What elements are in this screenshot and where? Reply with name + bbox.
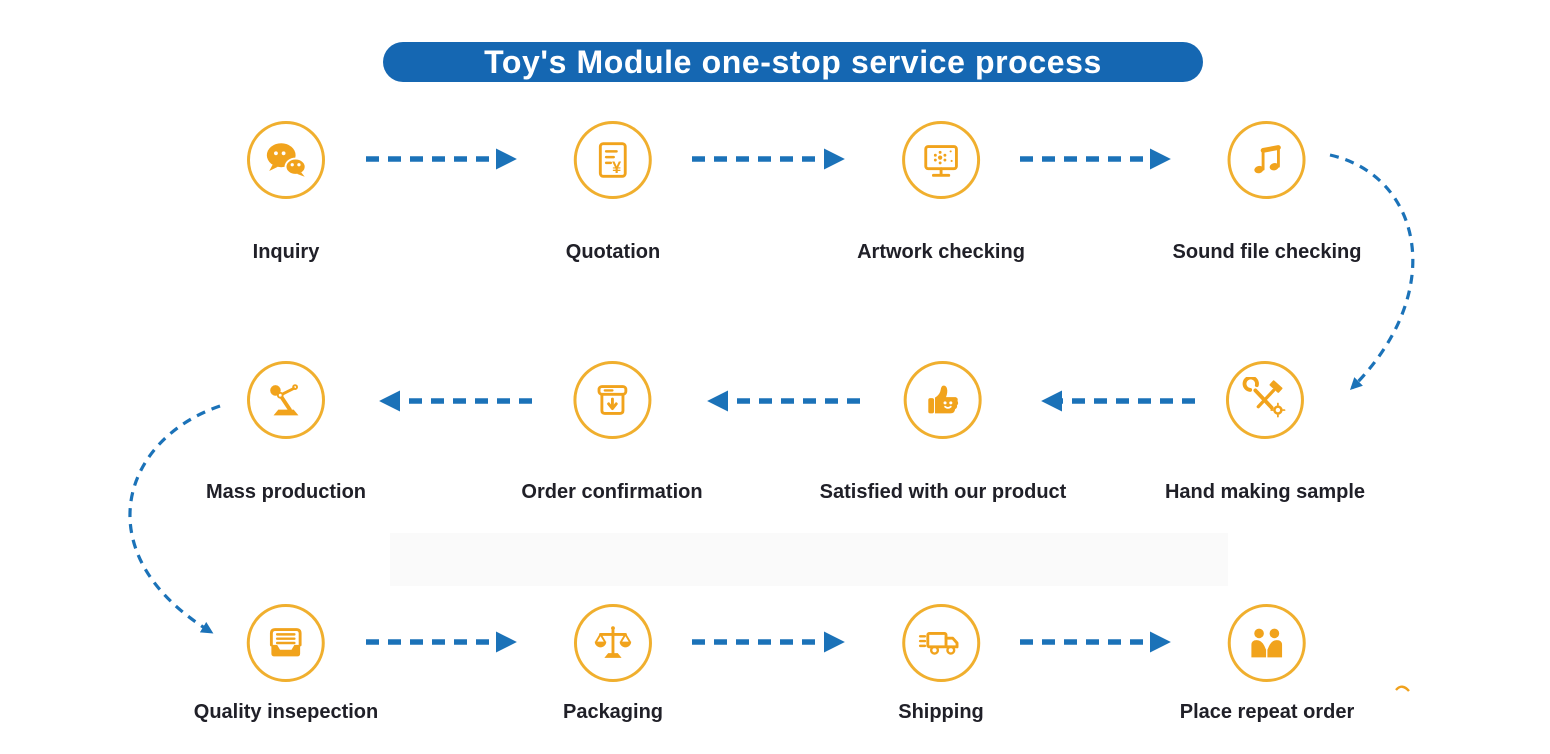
handshake-people-icon [1228, 604, 1306, 682]
step-label: Mass production [205, 481, 367, 503]
order-box-icon [572, 361, 651, 439]
step-label: Sound file checking [1172, 241, 1362, 263]
step-hand-making-sample: Hand making sample [1165, 361, 1365, 504]
step-place-repeat-order: Place repeat order [1179, 604, 1355, 724]
watermark-band [390, 533, 1228, 586]
step-label: Shipping [898, 701, 984, 723]
title-banner: Toy's Module one-stop service process [383, 42, 1203, 82]
step-packaging: Packaging [563, 604, 663, 724]
shipping-truck-icon [901, 604, 980, 682]
svg-text:¥: ¥ [612, 159, 621, 177]
step-satisfied: Satisfied with our product [819, 361, 1067, 504]
step-label: Place repeat order [1179, 701, 1355, 723]
step-quality-inspection: Quality insepection [194, 604, 378, 724]
step-label: Artwork checking [857, 241, 1025, 263]
stray-mark [1395, 685, 1410, 692]
step-label: Packaging [562, 701, 664, 723]
step-inquiry: Inquiry [247, 121, 325, 264]
inspection-tray-icon [246, 604, 325, 682]
hammer-wrench-icon [1226, 361, 1304, 439]
step-label: Satisfied with our product [819, 481, 1067, 503]
artwork-monitor-icon [901, 121, 980, 199]
step-artwork-checking: Artwork checking [857, 121, 1025, 264]
step-mass-production: Mass production [206, 361, 366, 504]
thumbs-up-icon [903, 361, 982, 439]
robot-arm-icon [246, 361, 325, 439]
step-label: Inquiry [252, 241, 320, 263]
step-sound-file-checking: Sound file checking [1172, 121, 1362, 264]
page-title: Toy's Module one-stop service process [484, 43, 1102, 80]
step-shipping: Shipping [898, 604, 984, 724]
step-label: Quotation [565, 241, 661, 263]
step-label: Order confirmation [521, 481, 703, 503]
balance-scale-icon [573, 604, 652, 682]
music-notes-icon [1227, 121, 1306, 199]
wechat-icon [247, 121, 325, 199]
step-order-confirmation: Order confirmation [521, 361, 703, 504]
quotation-document-icon: ¥ [574, 121, 652, 199]
step-label: Hand making sample [1164, 481, 1366, 503]
step-quotation: ¥ Quotation [566, 121, 660, 264]
step-label: Quality insepection [193, 701, 379, 723]
